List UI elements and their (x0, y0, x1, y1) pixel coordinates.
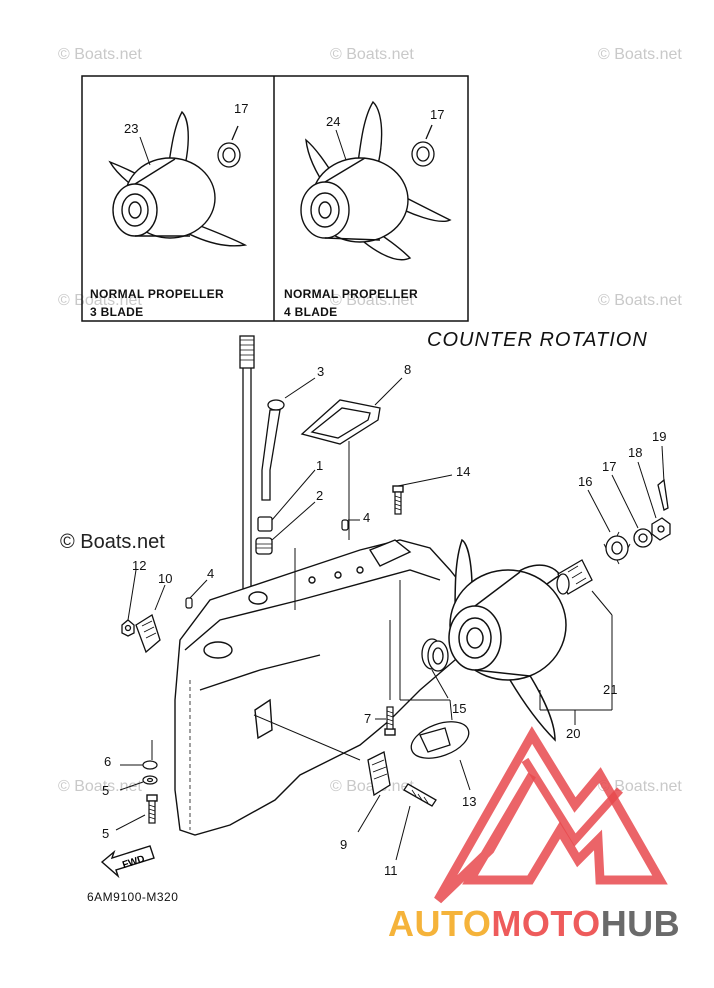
watermark: © Boats.net (330, 46, 414, 63)
automotohub-logo-mark (434, 726, 668, 904)
logo-auto: AUTO (388, 903, 492, 944)
callout-2: 2 (316, 488, 323, 503)
inset-right-line1: NORMAL PROPELLER (284, 287, 418, 301)
spacer (421, 638, 449, 672)
callout-4: 4 (363, 510, 370, 525)
rubber-bushing (556, 559, 593, 595)
callout-5: 5 (102, 826, 109, 841)
watermark: © Boats.net (330, 292, 414, 309)
callout-11: 10 (158, 571, 172, 586)
fwd-arrow: FWD (100, 845, 155, 879)
inset-left-line1: NORMAL PROPELLER (90, 287, 224, 301)
callout-12: 11 (384, 863, 398, 878)
callout-7: 6 (104, 754, 111, 769)
callout-18: 17 (602, 459, 616, 474)
callout-24: 24 (326, 114, 340, 129)
bolt-8 (384, 706, 396, 736)
part-code: 6AM9100-M320 (87, 890, 179, 904)
trim-tab-anode (367, 751, 437, 807)
dowel-pin (185, 519, 349, 609)
washer (142, 760, 158, 785)
bolt-15 (392, 485, 404, 515)
cotter-pin (657, 478, 669, 511)
logo-moto: MOTO (491, 903, 601, 944)
callout-21: 20 (566, 726, 580, 741)
drive-shaft (239, 335, 255, 600)
washer-17-left (217, 125, 241, 168)
watermark: © Boats.net (58, 292, 142, 309)
callout-13: 12 (132, 558, 146, 573)
spacer-18 (633, 528, 653, 548)
callout-22: 21 (603, 682, 617, 697)
callout-4: 4 (207, 566, 214, 581)
callout-16: 15 (452, 701, 466, 716)
callout-23: 23 (124, 121, 138, 136)
callout-19: 18 (628, 445, 642, 460)
anode (121, 614, 161, 654)
inset-left-line2: 3 BLADE (90, 305, 144, 319)
lower-casing (174, 539, 471, 836)
callout-8: 7 (364, 711, 371, 726)
callout-9: 8 (404, 362, 411, 377)
propeller-inset-box (81, 75, 469, 322)
callout-20: 19 (652, 429, 666, 444)
callout-17: 17 (234, 101, 248, 116)
main-propeller (448, 538, 567, 742)
callout-17: 17 (430, 107, 444, 122)
inset-left-label: NORMAL PROPELLER 3 BLADE (90, 285, 224, 321)
watermark: © Boats.net (58, 46, 142, 63)
callout-1: 1 (316, 458, 323, 473)
callout-10: 9 (340, 837, 347, 852)
leader-lines (115, 377, 665, 861)
grommet (255, 516, 273, 555)
watermark: © Boats.net (598, 292, 682, 309)
inset-right-line2: 4 BLADE (284, 305, 338, 319)
watermark: © Boats.net (58, 778, 142, 795)
automotohub-logo-text: AUTOMOTOHUB (388, 903, 680, 945)
logo-hub: HUB (600, 903, 681, 944)
prop-nut (651, 517, 671, 541)
inset-right-label: NORMAL PROPELLER 4 BLADE (284, 285, 418, 321)
callout-15: 14 (456, 464, 470, 479)
three-blade-propeller (108, 110, 248, 247)
callout-6: 5 (102, 783, 109, 798)
bolt-5 (146, 794, 158, 824)
washer-17-right (411, 124, 435, 167)
counter-rotation-heading: COUNTER ROTATION (427, 329, 648, 351)
watermark: © Boats.net (598, 46, 682, 63)
callout-14: 13 (462, 794, 476, 809)
gasket (300, 399, 381, 445)
thrust-housing (410, 721, 470, 759)
watermark-large: © Boats.net (60, 531, 165, 553)
washer-17 (603, 531, 631, 565)
callout-17: 16 (578, 474, 592, 489)
callout-3: 3 (317, 364, 324, 379)
four-blade-propeller (300, 100, 452, 261)
water-tube (261, 399, 285, 501)
